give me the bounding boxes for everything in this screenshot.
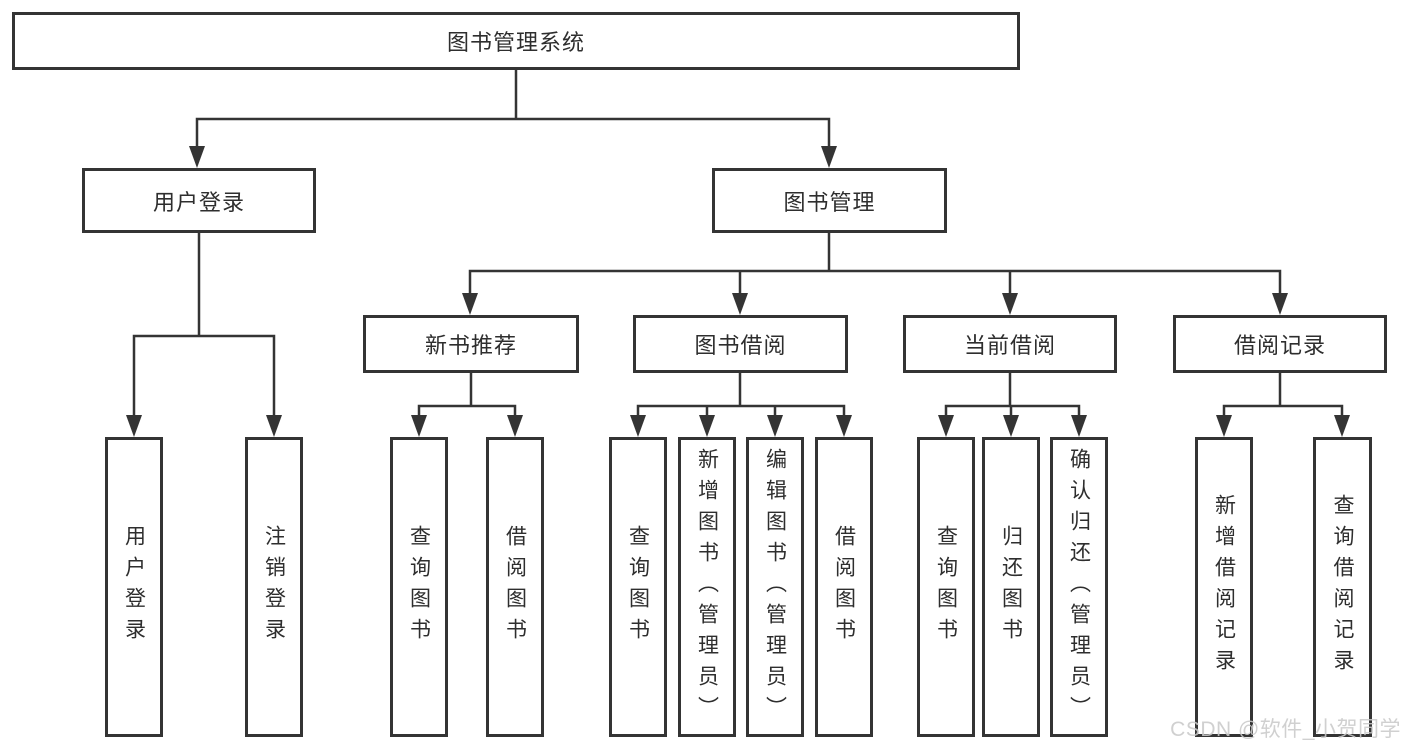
connector-borrowing-records-arrowheads <box>1216 415 1350 437</box>
node-leaf-user-login-label: 用户登录 <box>122 525 146 649</box>
watermark: CSDN @软件_小贺同学 <box>1170 718 1401 741</box>
node-leaf-current-query-books-label: 查询图书 <box>934 525 958 649</box>
connector-new-book-recommendation <box>417 371 517 421</box>
node-leaf-current-confirm-return-admin: 确认归还（管理员） <box>1050 437 1108 737</box>
node-leaf-records-query-borrow-record-label: 查询借阅记录 <box>1331 494 1355 680</box>
node-book-management-branch-label: 图书管理 <box>783 189 876 215</box>
node-leaf-borrow-edit-books-admin-label: 编辑图书（管理员） <box>763 447 787 727</box>
node-leaf-borrow-borrow-books-label: 借阅图书 <box>832 525 856 649</box>
node-leaf-borrow-borrow-books: 借阅图书 <box>815 437 873 737</box>
connector-new-book-recommendation-arrowheads <box>411 415 523 437</box>
node-current-borrowing-label: 当前借阅 <box>963 333 1056 358</box>
node-new-book-recommendation-label: 新书推荐 <box>424 333 517 358</box>
connector-user-login-branch <box>132 231 276 421</box>
node-book-borrowing: 图书借阅 <box>633 315 848 373</box>
connector-root-arrowheads <box>189 146 837 168</box>
node-library-management-system-label: 图书管理系统 <box>446 30 585 55</box>
connector-current-borrowing-arrowheads <box>938 415 1087 437</box>
connector-current-borrowing <box>944 371 1081 421</box>
node-leaf-newrec-borrow-books: 借阅图书 <box>486 437 544 737</box>
node-leaf-logout: 注销登录 <box>245 437 303 737</box>
node-book-management-branch: 图书管理 <box>712 168 947 233</box>
connector-root-to-branches <box>195 68 831 152</box>
node-leaf-newrec-query-books-label: 查询图书 <box>407 525 431 649</box>
node-leaf-current-return-books-label: 归还图书 <box>999 525 1023 649</box>
connector-book-management-arrowheads <box>462 293 1288 315</box>
node-leaf-current-return-books: 归还图书 <box>982 437 1040 737</box>
node-leaf-records-add-borrow-record-label: 新增借阅记录 <box>1212 494 1236 680</box>
node-leaf-borrow-add-books-admin-label: 新增图书（管理员） <box>695 447 719 727</box>
node-leaf-borrow-query-books: 查询图书 <box>609 437 667 737</box>
node-leaf-user-login: 用户登录 <box>105 437 163 737</box>
node-user-login-branch: 用户登录 <box>82 168 316 233</box>
node-leaf-borrow-add-books-admin: 新增图书（管理员） <box>678 437 736 737</box>
node-leaf-current-confirm-return-admin-label: 确认归还（管理员） <box>1067 447 1091 727</box>
connector-book-management-branch <box>468 231 1282 299</box>
node-leaf-records-query-borrow-record: 查询借阅记录 <box>1313 437 1372 737</box>
node-leaf-newrec-borrow-books-label: 借阅图书 <box>503 525 527 649</box>
node-user-login-branch-label: 用户登录 <box>152 189 245 215</box>
connector-user-login-arrowheads <box>126 415 282 437</box>
node-leaf-borrow-query-books-label: 查询图书 <box>626 525 650 649</box>
connector-book-borrowing-arrowheads <box>630 415 852 437</box>
node-leaf-current-query-books: 查询图书 <box>917 437 975 737</box>
node-current-borrowing: 当前借阅 <box>903 315 1117 373</box>
node-leaf-records-add-borrow-record: 新增借阅记录 <box>1195 437 1253 737</box>
node-borrowing-records-label: 借阅记录 <box>1233 333 1326 358</box>
node-leaf-logout-label: 注销登录 <box>262 525 286 649</box>
node-leaf-borrow-edit-books-admin: 编辑图书（管理员） <box>746 437 804 737</box>
connector-borrowing-records <box>1222 371 1344 421</box>
node-new-book-recommendation: 新书推荐 <box>363 315 579 373</box>
connector-book-borrowing <box>636 371 846 421</box>
node-leaf-newrec-query-books: 查询图书 <box>390 437 448 737</box>
node-book-borrowing-label: 图书借阅 <box>694 333 787 358</box>
node-library-management-system: 图书管理系统 <box>12 12 1020 70</box>
node-borrowing-records: 借阅记录 <box>1173 315 1387 373</box>
